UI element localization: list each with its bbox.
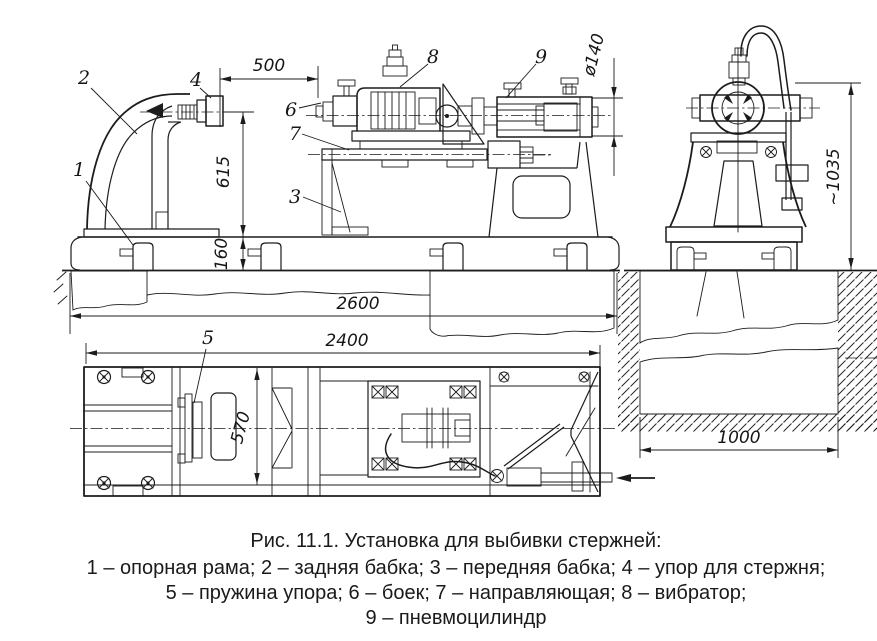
caption-title: Рис. 11.1. Установка для выбивки стержне… [250, 530, 661, 552]
dim-615-label: 615 [214, 156, 234, 188]
dim-2400: 2400 [85, 331, 601, 367]
headstock [308, 140, 599, 238]
vibrator-assembly [315, 44, 498, 150]
push-direction-arrow [616, 474, 655, 482]
concrete-lower [639, 347, 839, 415]
callout-4: 4 [189, 69, 202, 91]
dim-1000: 1000 [639, 417, 839, 458]
dim-615-160: 615 160 [212, 111, 254, 271]
callout-1: 1 [73, 159, 85, 181]
caption-line-2: 1 – опорная рама; 2 – задняя бабка; 3 – … [87, 557, 826, 579]
dim-2400-label: 2400 [325, 331, 368, 351]
dim-160-label: 160 [212, 238, 232, 270]
dim-2600-label: 2600 [336, 294, 379, 314]
support-frame [70, 236, 620, 271]
vibrator-plan [319, 380, 496, 478]
striker-head [332, 95, 358, 127]
caption-line-3: 5 – пружина упора; 6 – боек; 7 – направл… [166, 582, 747, 604]
callout-8: 8 [427, 46, 439, 68]
core-stop [205, 95, 224, 127]
pedestal-plan [489, 366, 613, 497]
dim-1035-label: ~1035 [824, 148, 844, 206]
dim-140-label: ø140 [579, 32, 609, 79]
foundation-section: 1000 [618, 269, 877, 458]
foundation-left [70, 270, 148, 311]
dim-diameter-140: ø140 [579, 32, 623, 176]
callout-3: 3 [289, 186, 301, 208]
soil-marks-left [53, 271, 68, 305]
ground-wavy [146, 291, 431, 296]
dim-1035: ~1035 [795, 82, 861, 270]
caption-line-4: 9 – пневмоцилиндр [366, 607, 547, 629]
end-view: ~1035 [665, 25, 861, 271]
callout-leaders [85, 63, 537, 246]
dim-1000-label: 1000 [717, 428, 760, 448]
cone-plan [271, 366, 321, 497]
figure-caption: Рис. 11.1. Установка для выбивки стержне… [87, 530, 826, 629]
dim-500-label: 500 [253, 56, 285, 76]
hose-plan [385, 433, 496, 477]
plan-view: 2400 570 5 [70, 327, 655, 497]
dim-2600: 2600 [69, 273, 618, 334]
callout-2: 2 [77, 67, 90, 89]
callout-7: 7 [289, 123, 302, 145]
stop-spring [177, 392, 237, 464]
foundation-right [429, 270, 615, 337]
concrete-upper [639, 270, 839, 344]
callout-6: 6 [285, 99, 297, 121]
pneumatic-cylinder [306, 77, 612, 138]
dim-570: 570 [227, 368, 260, 485]
tailstock [83, 93, 234, 238]
side-view: 500 615 160 2600 ø140 1 2 3 [53, 32, 623, 337]
dim-570-label: 570 [227, 409, 255, 446]
callout-9: 9 [535, 46, 547, 68]
callout-5: 5 [202, 327, 214, 349]
air-hose [740, 25, 809, 211]
dim-500: 500 [219, 56, 319, 127]
callout-5-leader [193, 348, 207, 404]
base-plate-bolts [96, 367, 156, 497]
